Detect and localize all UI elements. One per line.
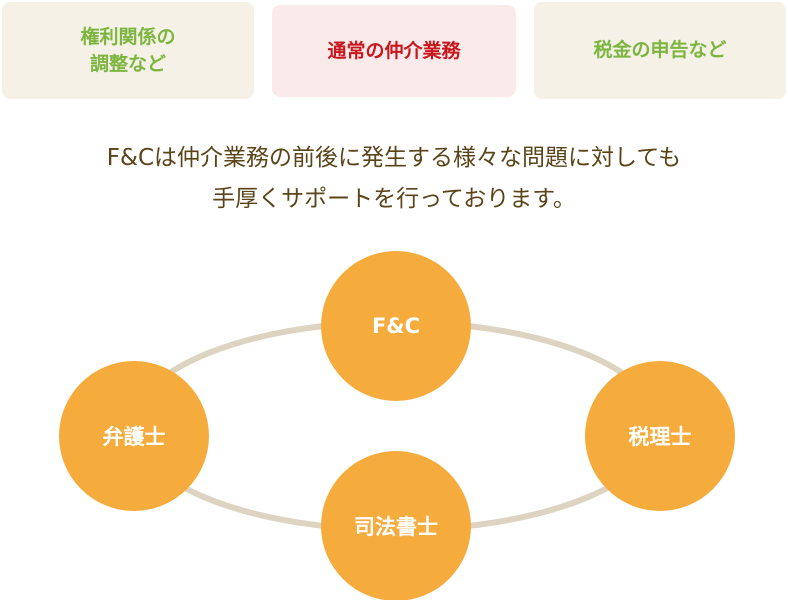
node-fc: F&C	[321, 251, 471, 401]
node-judicial-scrivener: 司法書士	[321, 451, 471, 600]
support-message: F&Cは仲介業務の前後に発生する様々な問題に対しても 手厚くサポートを行っており…	[0, 138, 788, 220]
tab-rights-adjustment[interactable]: 権利関係の 調整など	[2, 2, 254, 99]
node-tax-accountant: 税理士	[585, 361, 735, 511]
tab-rights-adjustment-label: 権利関係の 調整など	[80, 24, 175, 78]
tab-tax-filing-label: 税金の申告など	[593, 39, 727, 61]
node-lawyer: 弁護士	[59, 361, 209, 511]
tab-brokerage[interactable]: 通常の仲介業務	[272, 5, 516, 97]
support-message-line2: 手厚くサポートを行っております。	[212, 186, 576, 212]
node-fc-label: F&C	[371, 314, 421, 338]
support-message-line1: F&Cは仲介業務の前後に発生する様々な問題に対しても	[106, 145, 682, 171]
tab-rights-label-line2: 調整など	[89, 52, 166, 75]
node-lawyer-label: 弁護士	[102, 425, 166, 449]
node-tax-accountant-label: 税理士	[628, 425, 692, 449]
node-judicial-scrivener-label: 司法書士	[354, 515, 438, 539]
tab-brokerage-label: 通常の仲介業務	[327, 39, 461, 62]
tab-rights-label-line1: 権利関係の	[80, 25, 176, 48]
tab-tax-filing[interactable]: 税金の申告など	[534, 2, 786, 99]
